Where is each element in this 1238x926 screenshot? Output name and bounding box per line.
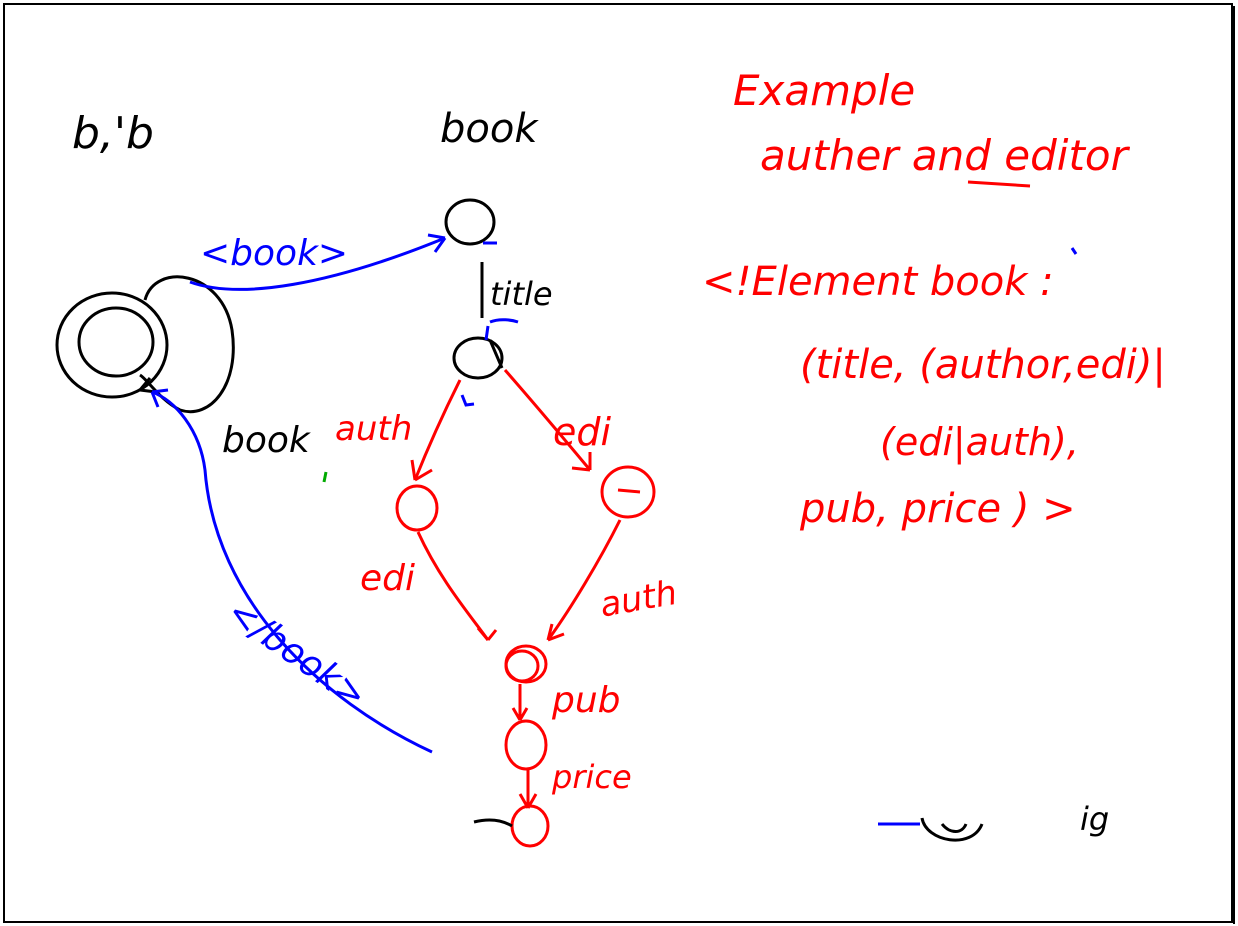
blue-open-arrow [189,233,447,291]
label-auth-edge: auth [335,409,412,449]
blue-close-arrow [150,388,433,754]
label-book-loop: book [222,420,312,461]
blue-declaration-mark [1070,247,1078,255]
book-start-state [444,198,496,246]
after-title-state [452,336,504,380]
label-book-column: book [440,106,539,152]
example-title-line1: Example [733,66,915,115]
legend-label: ig [1080,800,1109,838]
label-edi-edge-2: edi [360,558,415,599]
blue-tick [460,394,475,407]
declaration-line1: (title, (author,edi)| [800,342,1166,388]
label-open-book-tag: <book> [200,233,348,274]
board-frame [3,3,1233,923]
final-black-mark [473,818,513,828]
label-bib: b,'b [72,108,154,159]
label-pub-edge: pub [551,680,621,721]
red-automaton [395,369,656,848]
bib-state [55,275,235,414]
declaration-line3: pub, price ) > [799,486,1076,532]
label-edi-edge: edi [553,410,612,454]
example-title-line2: auther and editor [760,131,1131,180]
declaration-line2: (edi|auth), [880,420,1079,465]
blue-title-mark [484,318,519,341]
legend-symbol [878,817,984,842]
label-title-edge: title [490,275,553,313]
label-auth-edge-2: auth [597,573,680,626]
example-underline [967,180,1031,188]
element-declaration: <!Element book : [702,259,1054,305]
label-price-edge: price [551,758,632,796]
label-close-book-tag: </book> [219,592,374,717]
green-mark [322,471,328,483]
